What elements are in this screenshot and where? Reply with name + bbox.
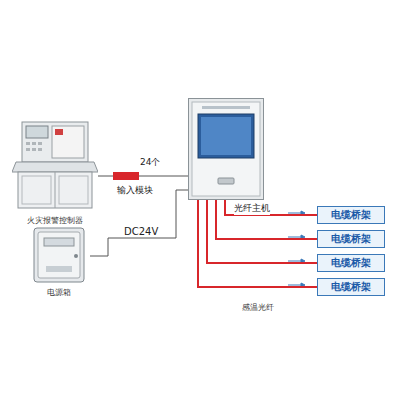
module-label: 输入模块 [117,184,153,197]
cable-tray-box: 电缆桥架 [317,254,385,272]
power-box: 电源箱 [28,226,90,298]
connector [216,200,317,239]
fiber-label: 感温光纤 [240,302,276,313]
cable-tray-box: 电缆桥架 [317,278,385,296]
cable-tray-box: 电缆桥架 [317,230,385,248]
edge-label: DC24V [122,226,160,237]
host-label: 光纤主机 [234,202,270,215]
module-block [113,172,139,180]
connector [198,200,317,287]
fire-alarm-controller: 火灾报警控制器 [12,118,98,226]
connector [139,176,188,177]
input-module: 24个输入模块 [113,156,165,198]
power-box-illustration [28,226,90,284]
connector [207,200,317,263]
fiber-host: 光纤主机 [188,98,264,200]
tray-label: 电缆桥架 [331,208,371,222]
connector [225,200,317,215]
connector [98,176,113,177]
cable-tray-box: 电缆桥架 [317,206,385,224]
device-caption: 火灾报警控制器 [12,215,98,226]
tray-label: 电缆桥架 [331,256,371,270]
tray-label: 电缆桥架 [331,232,371,246]
device-caption: 电源箱 [28,287,90,298]
module-count: 24个 [140,156,160,169]
controller-illustration [12,118,98,212]
connector [90,190,188,256]
fiber-host-cabinet [188,98,264,200]
tray-label: 电缆桥架 [331,280,371,294]
flow-arrows [288,211,305,287]
